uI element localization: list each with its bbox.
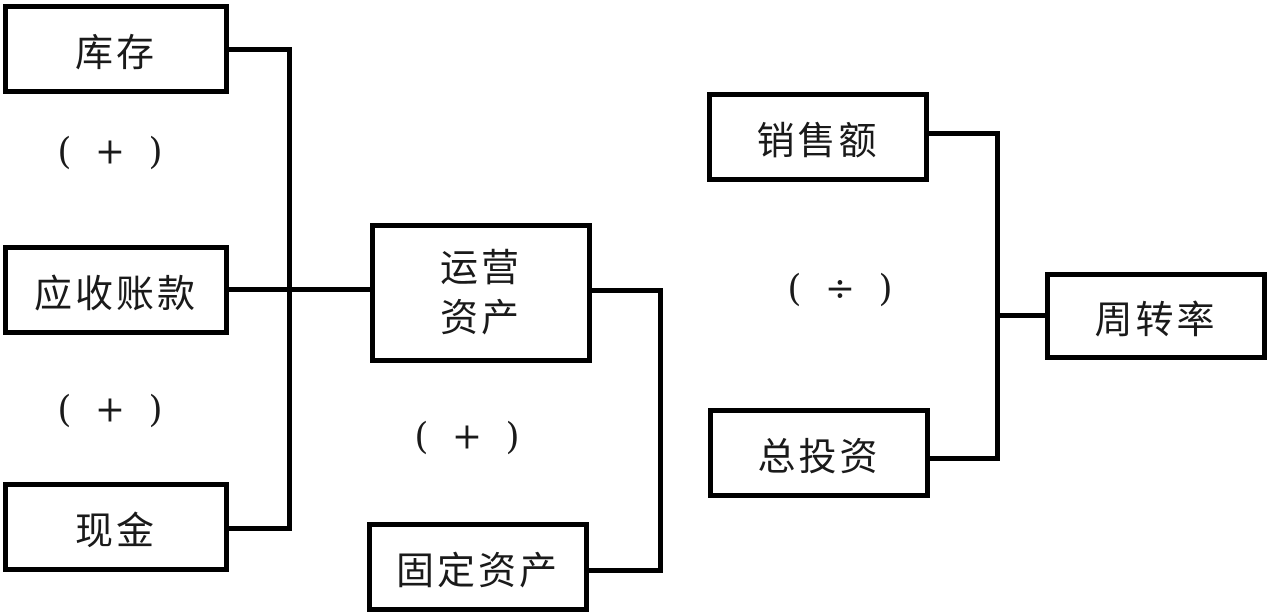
operator-plus-inventory-receivables: ( + ) (57, 131, 169, 173)
connector-investment-stub (928, 456, 1000, 461)
connector-receivables-to-operating (226, 287, 370, 292)
cash-label: 现金 (74, 508, 157, 553)
box-turnover-rate: 周转率 (1045, 272, 1267, 360)
connector-right-bracket-vertical (995, 131, 1000, 461)
box-fixed-assets: 固定资产 (367, 522, 589, 612)
box-total-investment: 总投资 (708, 408, 930, 498)
turnover-rate-label: 周转率 (1094, 297, 1218, 342)
connector-inventory-stub (226, 47, 292, 52)
box-inventory: 库存 (3, 4, 229, 94)
total-investment-label: 总投资 (757, 434, 881, 479)
fixed-assets-label: 固定资产 (395, 548, 560, 593)
operator-divide-sales-investment: ( ÷ ) (787, 268, 899, 310)
operator-plus-operating-fixed: ( + ) (414, 416, 526, 458)
connector-to-turnover (998, 313, 1045, 318)
connector-sales-stub (927, 131, 1000, 136)
operating-assets-line1: 运营 (439, 245, 522, 290)
operating-assets-line2: 资产 (439, 296, 522, 340)
box-sales: 销售额 (707, 92, 929, 182)
sales-label: 销售额 (756, 118, 880, 163)
accounts-receivable-label: 应收账款 (33, 271, 198, 316)
box-cash: 现金 (3, 482, 229, 572)
connector-middle-bracket-vertical (658, 288, 663, 573)
inventory-label: 库存 (74, 30, 157, 75)
operator-plus-receivables-cash: ( + ) (57, 389, 169, 431)
box-accounts-receivable: 应收账款 (3, 245, 229, 335)
box-operating-assets: 运营 资产 (370, 223, 592, 363)
connector-operating-assets-stub (590, 288, 663, 293)
connector-fixed-assets-stub (585, 568, 663, 573)
operating-assets-label: 运营 资产 (440, 243, 522, 343)
connector-cash-stub (226, 526, 292, 531)
